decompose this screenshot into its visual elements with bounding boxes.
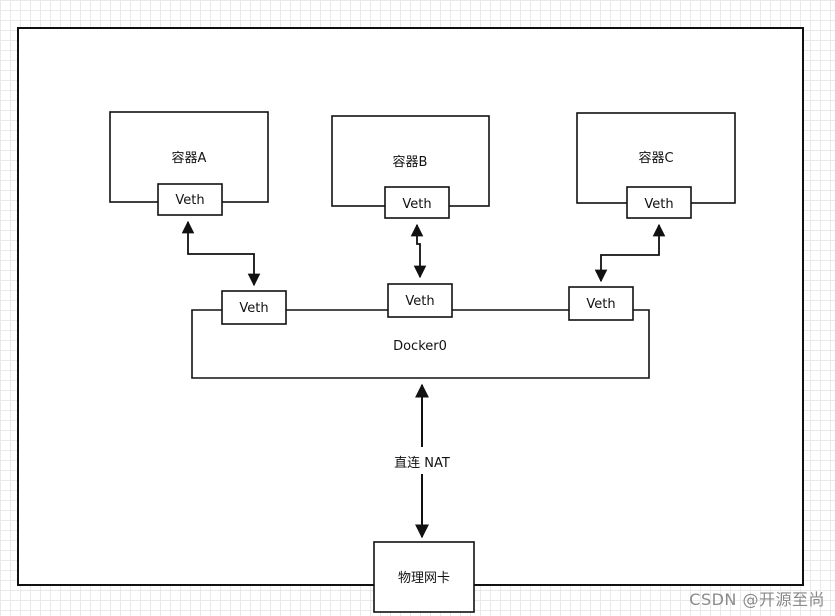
bridge-veth-c-label: Veth — [586, 297, 615, 312]
bridge-veth-c-box — [568, 286, 634, 321]
container-c-veth-box — [626, 186, 692, 219]
nat-link-label-bg — [388, 452, 456, 472]
container-c: 容器C Veth — [576, 112, 736, 219]
physical-nic-box — [373, 541, 475, 613]
csdn-watermark: CSDN @开源至尚 — [689, 590, 825, 609]
bridge-veth-a-box — [221, 290, 287, 325]
bridge-veth-b-label: Veth — [405, 294, 434, 309]
container-c-veth-label: Veth — [644, 197, 673, 212]
container-a: 容器A Veth — [109, 111, 269, 216]
veth-pair-connector-b — [410, 223, 427, 279]
bridge-veth-a-label: Veth — [239, 301, 268, 316]
bridge-veth-b-box — [387, 283, 453, 318]
container-a-veth-label: Veth — [175, 193, 204, 208]
container-b-veth-label: Veth — [402, 197, 431, 212]
container-b: 容器B Veth — [331, 115, 490, 219]
docker0-bridge-outline — [191, 309, 650, 379]
container-a-veth-box — [157, 183, 223, 216]
veth-pair-connector-a — [181, 220, 261, 287]
container-a-label: 容器A — [172, 150, 207, 166]
docker0-label: Docker0 — [393, 339, 447, 354]
container-b-label: 容器B — [393, 154, 428, 170]
container-b-veth-box — [384, 186, 450, 219]
container-c-label: 容器C — [638, 150, 673, 166]
nat-link-label: 直连 NAT — [394, 455, 450, 471]
docker0-bridge: Docker0 Veth Veth Veth — [191, 283, 650, 379]
physical-nic-label: 物理网卡 — [398, 571, 450, 586]
veth-pair-connector-c — [594, 223, 666, 283]
